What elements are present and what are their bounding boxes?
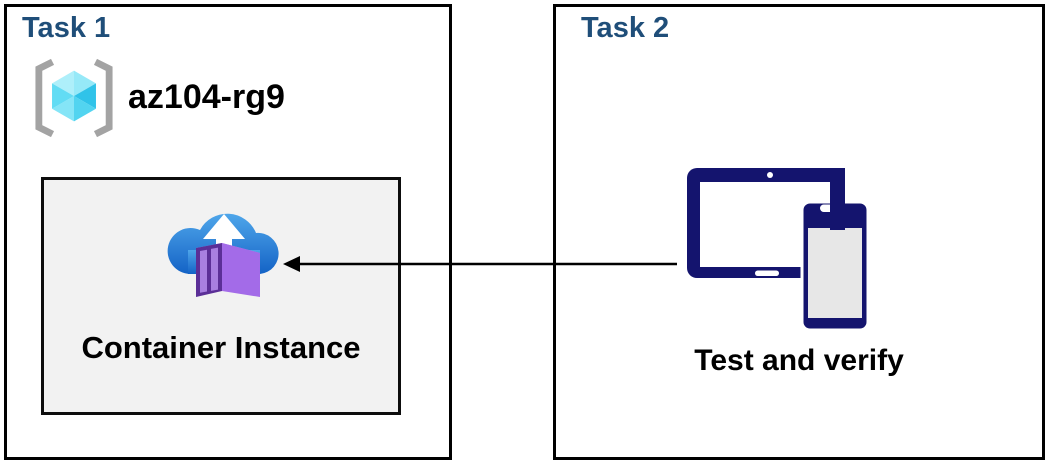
phone-icon (800, 200, 870, 332)
bracket-right (93, 58, 113, 138)
tablet-right-bezel-overlap (830, 168, 845, 230)
tablet-camera-icon (767, 172, 773, 178)
container-instance-label: Container Instance (81, 330, 361, 365)
container-instances-icon (167, 213, 279, 297)
devices-icon (687, 168, 870, 332)
resource-group-name: az104-rg9 (128, 78, 285, 116)
task2-title: Task 2 (581, 12, 670, 44)
task1-title: Task 1 (22, 12, 111, 44)
container-icon (196, 243, 260, 297)
phone-screen (808, 228, 862, 318)
bracket-left (35, 58, 55, 138)
cube-icon (52, 70, 96, 122)
arrowhead-left (283, 256, 300, 272)
test-and-verify-label: Test and verify (694, 344, 904, 377)
resource-group-icon (35, 58, 113, 138)
tablet-home-slot (755, 270, 779, 276)
upload-arrow-icon (203, 214, 245, 262)
connector-arrow (283, 256, 677, 272)
